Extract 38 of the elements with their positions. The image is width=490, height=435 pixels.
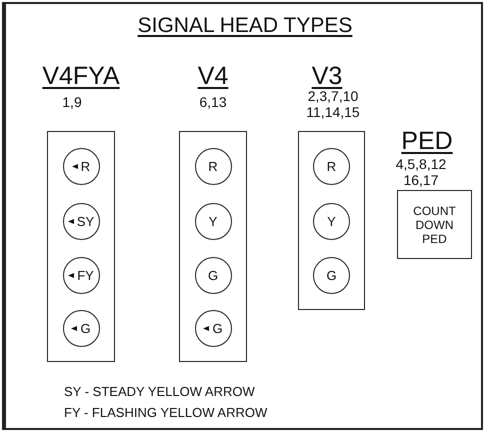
signal-lens	[313, 148, 350, 185]
signal-description: COUNT DOWN PED	[412, 204, 457, 246]
lens-label: R	[208, 160, 218, 174]
lens-label: G	[80, 322, 91, 336]
lens-label: G	[208, 268, 218, 282]
lens-label: R	[326, 160, 336, 174]
signal-lens	[62, 203, 100, 240]
signal-lens	[194, 203, 232, 240]
pedestrian-signal-box	[397, 190, 472, 259]
lens-label: SY	[76, 214, 94, 228]
signal-type-heading: PED	[400, 127, 454, 156]
signal-numbers: 4,5,8,12 16,17	[394, 156, 448, 188]
lens-label: G	[212, 322, 223, 336]
lens-label: G	[326, 268, 337, 282]
signal-lens	[313, 257, 350, 294]
signal-type-heading: V4	[196, 62, 230, 91]
abbreviation-note: FY - FLASHING YELLOW ARROW	[64, 405, 268, 420]
signal-numbers: 1,9	[61, 94, 83, 110]
signal-lens	[194, 310, 232, 347]
lens-label: Y	[327, 214, 336, 228]
signal-lens	[62, 148, 100, 185]
signal-lens	[313, 203, 350, 240]
signal-type-heading: V3	[310, 62, 344, 91]
lens-label: R	[80, 160, 90, 174]
title: SIGNAL HEAD TYPES	[138, 14, 352, 37]
signal-numbers: 2,3,7,10 11,14,15	[305, 88, 361, 120]
signal-head-housing	[47, 131, 115, 362]
signal-type-heading: V4FYA	[41, 62, 121, 91]
signal-lens	[62, 257, 100, 294]
signal-numbers: 6,13	[198, 94, 228, 110]
lens-label: FY	[77, 268, 94, 282]
signal-lens	[194, 257, 232, 294]
signal-lens	[62, 310, 100, 347]
abbreviation-note: SY - STEADY YELLOW ARROW	[64, 384, 255, 399]
signal-head-housing	[179, 131, 247, 362]
signal-lens	[194, 148, 232, 185]
signal-head-housing	[298, 131, 365, 310]
lens-label: Y	[208, 214, 218, 228]
